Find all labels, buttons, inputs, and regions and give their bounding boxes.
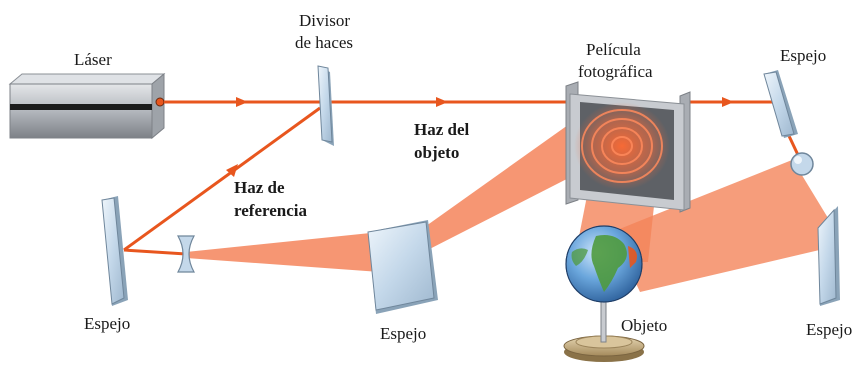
arrow-icon — [436, 97, 448, 107]
mirror-left — [101, 196, 128, 306]
reference-beam-label-line1: Haz de — [234, 178, 285, 197]
beam-splitter-label-line2: de haces — [295, 33, 354, 52]
film-label-line1: Película — [586, 40, 641, 59]
beam-arrows — [226, 97, 734, 177]
arrow-icon — [226, 164, 238, 177]
reference-beam-label-line2: referencia — [234, 201, 307, 220]
mirror-top-right-label: Espejo — [780, 46, 827, 65]
mirror-left-label: Espejo — [84, 314, 131, 333]
film-label-line2: fotográfica — [578, 62, 653, 81]
diverging-lens-left — [176, 235, 196, 273]
object-beam-label-line1: Haz del — [414, 120, 470, 139]
reference-to-film-fan — [412, 120, 600, 258]
object-label: Objeto — [621, 316, 668, 335]
arrow-icon — [722, 97, 734, 107]
mirror-right-label: Espejo — [806, 320, 853, 339]
arrow-icon — [236, 97, 248, 107]
mirror-middle — [367, 220, 438, 314]
beam-splitter — [317, 65, 334, 146]
object-beam-label-line2: objeto — [414, 143, 460, 162]
mirror-middle-label: Espejo — [380, 324, 427, 343]
mirror-right — [817, 206, 840, 306]
beam-splitter-label-line1: Divisor — [299, 11, 350, 30]
object-illumination-fan — [612, 160, 828, 292]
laser — [8, 72, 166, 140]
mirror-top-right — [763, 70, 798, 138]
diverging-lens-right — [790, 152, 814, 176]
photographic-film — [565, 81, 691, 213]
object-globe — [563, 225, 645, 362]
reference-fan — [186, 232, 380, 272]
laser-label: Láser — [74, 50, 112, 69]
laser-aperture-icon — [155, 97, 165, 107]
